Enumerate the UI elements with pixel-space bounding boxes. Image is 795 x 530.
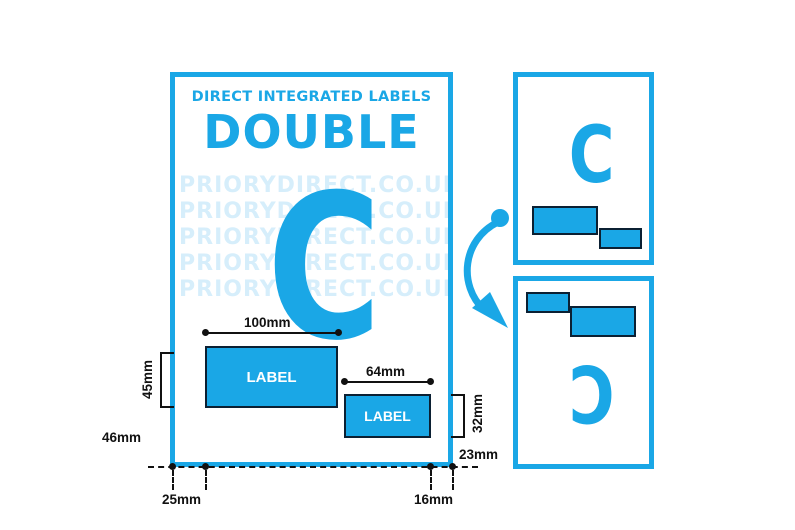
measure-45mm: 45mm (140, 359, 156, 400)
dimension-dot (335, 329, 342, 336)
big-c-letter: C (267, 152, 382, 385)
guide-dashed (205, 470, 207, 490)
dimension-tick (160, 406, 174, 408)
dimension-tick (451, 436, 465, 438)
mini-c-letter: C (568, 111, 615, 201)
label-large-text: LABEL (246, 368, 297, 386)
measure-100mm: 100mm (244, 315, 291, 330)
measure-46mm: 46mm (102, 430, 142, 445)
watermark-line: PRIORYDIRECT.CO.UK (179, 251, 453, 276)
baseline-dot (169, 463, 176, 470)
guide-dashed (172, 470, 174, 490)
rotate-arrow-icon (463, 209, 509, 328)
dimension-tick (451, 394, 465, 396)
measure-16mm: 16mm (414, 492, 454, 507)
dimension-dot (427, 378, 434, 385)
dimension-tick (160, 352, 174, 354)
measure-32mm: 32mm (470, 393, 486, 434)
watermark-line: PRIORYDIRECT.CO.UK (179, 225, 453, 250)
measure-25mm: 25mm (162, 492, 202, 507)
label-sheet: DIRECT INTEGRATED LABELS DOUBLE PRIORYDI… (170, 72, 453, 467)
dimension-line-32mm (463, 394, 465, 438)
baseline-dot (427, 463, 434, 470)
guide-dashed (430, 470, 432, 490)
measure-64mm: 64mm (366, 364, 406, 379)
sheet-title: DOUBLE (203, 105, 420, 159)
mini-label-large (570, 306, 636, 337)
dimension-dot (341, 378, 348, 385)
dimension-line-100mm (205, 332, 339, 334)
baseline-dot (449, 463, 456, 470)
dimension-line-45mm (160, 352, 162, 408)
measure-23mm: 23mm (459, 447, 499, 462)
label-large: LABEL (205, 346, 338, 408)
mini-label-small (599, 228, 642, 249)
watermark-line: PRIORYDIRECT.CO.UK (179, 277, 453, 302)
mini-label-small (526, 292, 570, 313)
watermark-line: PRIORYDIRECT.CO.UK (179, 199, 453, 224)
label-small: LABEL (344, 394, 431, 438)
label-small-text: LABEL (364, 408, 411, 424)
guide-dashed (452, 470, 454, 490)
mini-c-letter-rotated: C (568, 347, 615, 437)
sheet-subtitle: DIRECT INTEGRATED LABELS (191, 89, 432, 105)
baseline-dashed (148, 466, 478, 468)
dimension-dot (202, 329, 209, 336)
mini-label-large (532, 206, 598, 235)
baseline-dot (202, 463, 209, 470)
watermark-line: PRIORYDIRECT.CO.UK (179, 173, 453, 198)
dimension-line-64mm (344, 381, 431, 383)
